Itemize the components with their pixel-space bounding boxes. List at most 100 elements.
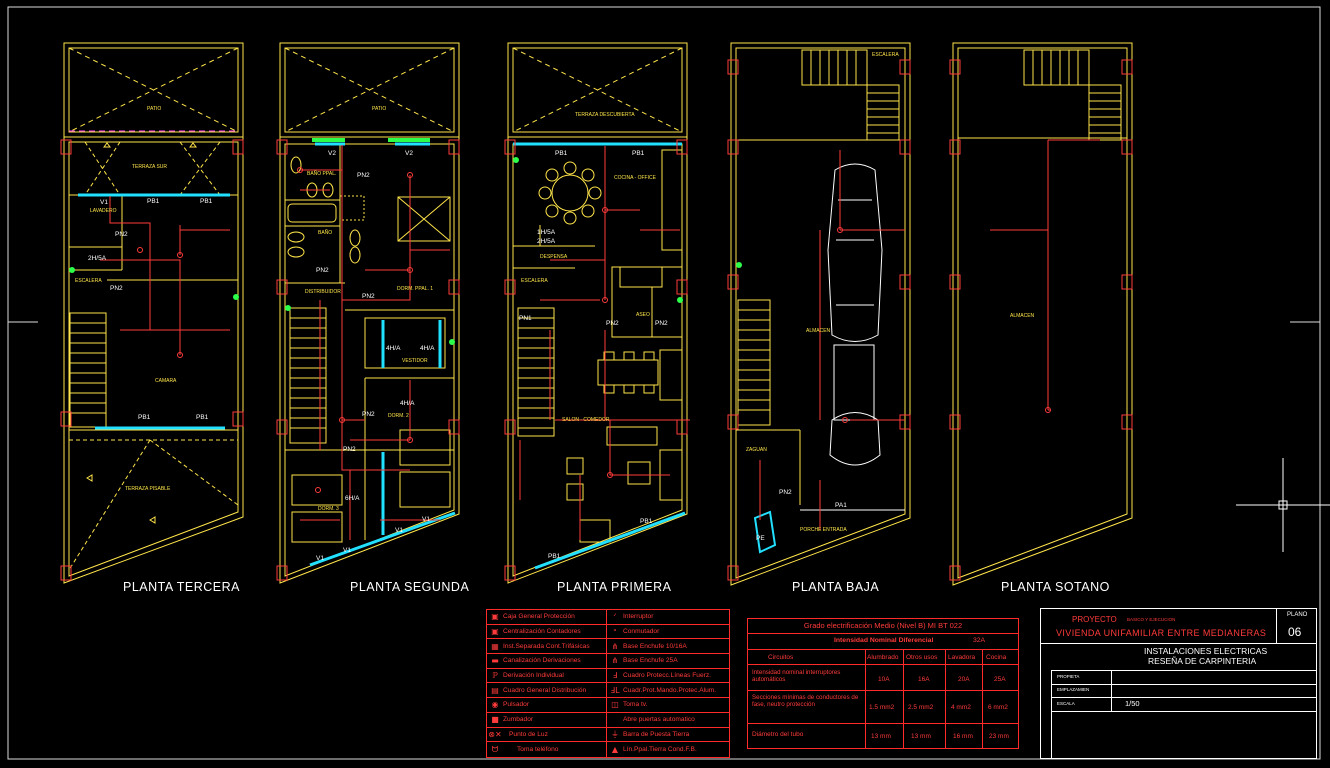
circuits-cell: 4 mm2: [951, 704, 971, 711]
opening-label: PN2: [316, 267, 329, 274]
symbol-panel-icon: ▤: [491, 685, 499, 695]
plano-label: PLANO: [1287, 612, 1308, 618]
field-escala: ESCALA: [1057, 701, 1075, 706]
circuits-cell: 10A: [878, 676, 890, 683]
room-label: ESCALERA: [75, 278, 102, 284]
opening-label: PN1: [519, 315, 532, 322]
symbol-buzzer-icon: ■: [491, 715, 499, 725]
circuits-row-label: Intensidad nominal interruptores automát…: [752, 669, 841, 683]
opening-label: 2H/5A: [88, 255, 107, 262]
legend-item: ◉Pulsador: [487, 698, 606, 713]
legend-item: ⊗✕Punto de Luz: [487, 728, 606, 743]
room-label: PORCHE ENTRADA: [800, 527, 847, 533]
opening-label: 2H/5A: [537, 238, 556, 245]
room-label: SALON - COMEDOR: [562, 417, 610, 423]
symbol-branch-icon: ℙ: [492, 671, 498, 681]
room-label: PATIO: [372, 106, 386, 112]
symbol-socket-icon: ⋔: [611, 641, 619, 651]
room-label: DORM. PPAL. 1: [397, 286, 433, 292]
proyecto-label: PROYECTO: [1072, 615, 1117, 624]
room-label: TERRAZA PISABLE: [125, 486, 171, 492]
opening-label: PA1: [835, 502, 847, 509]
opening-label: PN2: [362, 411, 375, 418]
circuits-subtitle: Intensidad Nominal Diferencial: [834, 637, 934, 644]
circuits-header-cell: Circuitos: [768, 654, 794, 661]
opening-label: PB1: [147, 198, 160, 205]
room-label: TERRAZA SUR: [132, 164, 167, 170]
opening-label: PN2: [343, 446, 356, 453]
plan-title-sotano: PLANTA SOTANO: [1001, 580, 1110, 594]
legend-item: ▦Inst.Separada Cont.Trifásicas: [487, 639, 606, 655]
circuits-cell: 16A: [918, 676, 930, 683]
circuits-table: Grado electrificación Medio (Nivel B) MI…: [747, 618, 1019, 749]
room-label: ALMACEN: [806, 328, 831, 334]
circuits-cell: 25A: [994, 676, 1006, 683]
symbol-light-panel-icon: ℲL: [610, 685, 620, 695]
symbol-box-icon: ▣: [491, 627, 499, 637]
opening-label: V1: [395, 527, 403, 534]
opening-label: V1: [100, 199, 108, 206]
plan-tercera-geometry: [60, 42, 244, 584]
legend-item: ▲Lín.Ppal.Tierra Cond.F.B.: [607, 742, 730, 757]
legend-table: ▣Caja General Protección ▣Centralización…: [486, 609, 730, 758]
plan-sotano-geometry: [949, 42, 1133, 586]
circuits-subtitle-value: 32A: [973, 637, 986, 644]
field-propietario: PROPIETA: [1057, 674, 1080, 679]
escala-value: 1/50: [1125, 699, 1140, 708]
symbol-socket-25a-icon: ⋔: [611, 656, 619, 666]
plan-segunda-geometry: [276, 42, 460, 584]
symbol-commutator-icon: ᐣ: [613, 627, 617, 637]
room-label: ESCALERA: [521, 278, 548, 284]
legend-item: ◫Toma tv.: [607, 698, 730, 713]
opening-label: PE: [756, 535, 765, 542]
opening-label: PN2: [655, 320, 668, 327]
plan-title-tercera: PLANTA TERCERA: [123, 580, 240, 594]
room-label: TERRAZA DESCUBIERTA: [575, 112, 635, 118]
room-label: PATIO: [147, 106, 161, 112]
plan-title-segunda: PLANTA SEGUNDA: [350, 580, 470, 594]
symbol-force-panel-icon: Ⅎ: [612, 671, 618, 681]
symbol-pushbutton-icon: ◉: [491, 700, 499, 710]
symbol-grid-icon: ▦: [491, 641, 499, 651]
opening-label: PN2: [362, 293, 375, 300]
plan-baja-geometry: [727, 42, 911, 586]
opening-label: PB1: [200, 198, 213, 205]
opening-label: 4H/A: [400, 400, 415, 407]
content-line-1: INSTALACIONES ELECTRICAS: [1144, 646, 1268, 656]
opening-label: PB1: [138, 414, 151, 421]
opening-label: V2: [405, 150, 413, 157]
legend-item: ▤Cuadro General Distribución: [487, 683, 606, 699]
opening-label: PN2: [606, 320, 619, 327]
plan-title-baja: PLANTA BAJA: [792, 580, 880, 594]
room-label: DORM. 3: [318, 506, 339, 512]
legend-item: ⋔Base Enchufe 10/16A: [607, 639, 730, 655]
circuits-header-cell: Lavadora: [948, 654, 976, 661]
room-label: DESPENSA: [540, 254, 568, 260]
circuits-header-cell: Otros usos: [906, 654, 938, 661]
proyecto-subtitle: BASICO Y EJECUCION: [1127, 617, 1176, 622]
legend-item: ⏚Barra de Puesta Tierra: [607, 728, 730, 743]
room-label: COCINA - OFFICE: [614, 175, 657, 181]
circuits-cell: 13 mm: [871, 733, 891, 740]
legend-item: ⋔Base Enchufe 25A: [607, 654, 730, 669]
symbol-ground-line-icon: ▲: [611, 745, 619, 755]
opening-label: V2: [328, 150, 336, 157]
circuits-row-label: Secciones mínimas de conductores de fase…: [752, 694, 859, 708]
circuits-cell: 23 mm: [989, 733, 1009, 740]
room-label: LAVADERO: [90, 208, 117, 214]
symbol-phone-icon: ᗢ: [491, 744, 499, 754]
circuits-cell: 13 mm: [911, 733, 931, 740]
plan-title-primera: PLANTA PRIMERA: [557, 580, 672, 594]
circuits-header-cell: Alumbrado: [867, 654, 899, 661]
opening-label: PN2: [779, 489, 792, 496]
opening-label: PB1: [196, 414, 209, 421]
circuits-row-label: Diámetro del tubo: [752, 731, 804, 738]
content-line-2: RESEÑA DE CARPINTERIA: [1148, 656, 1257, 666]
